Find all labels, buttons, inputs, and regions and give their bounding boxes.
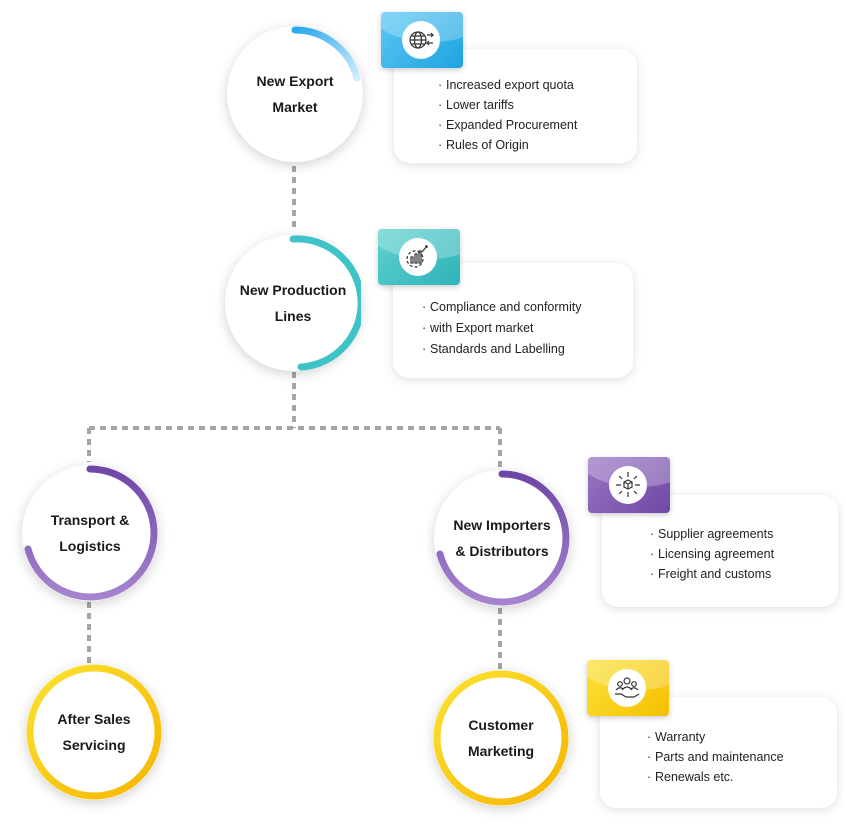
- progress-ring: [289, 235, 361, 371]
- distribution-box-icon: [609, 466, 647, 504]
- card-export: Increased export quota Lower tariffs Exp…: [394, 49, 637, 163]
- node-label-line: New Importers: [453, 517, 551, 533]
- node-label-line: New Export: [256, 73, 334, 89]
- node-label-line: Lines: [274, 308, 312, 324]
- list-item: Renewals etc.: [647, 767, 784, 787]
- node-label: New Importers & Distributors: [444, 470, 560, 606]
- list-item: Parts and maintenance: [647, 747, 784, 767]
- node-label-line: Logistics: [59, 538, 121, 554]
- node-label-line: Servicing: [62, 737, 126, 753]
- node-transport-logistics: Transport & Logistics: [22, 465, 158, 601]
- badge-marketing: [587, 660, 669, 716]
- card-importers-list: Supplier agreements Licensing agreement …: [650, 524, 774, 584]
- list-item: Standards and Labelling: [422, 339, 581, 360]
- progress-ring: [436, 470, 570, 606]
- node-label-line: Customer: [468, 717, 534, 733]
- card-marketing-list: Warranty Parts and maintenance Renewals …: [647, 727, 784, 787]
- list-item: Expanded Procurement: [438, 115, 577, 135]
- progress-ring: [24, 465, 158, 601]
- node-label-line: After Sales: [57, 711, 131, 727]
- list-item: Rules of Origin: [438, 135, 577, 155]
- progress-ring: [26, 664, 162, 800]
- customer-care-icon: [608, 669, 646, 707]
- node-label: Transport & Logistics: [32, 465, 148, 601]
- node-label-line: Transport &: [50, 512, 130, 528]
- list-item: Lower tariffs: [438, 95, 577, 115]
- card-export-list: Increased export quota Lower tariffs Exp…: [438, 75, 577, 155]
- progress-ring: [291, 26, 361, 82]
- node-new-importers-distributors: New Importers & Distributors: [434, 470, 570, 606]
- node-label-line: Marketing: [467, 743, 535, 759]
- list-item: Increased export quota: [438, 75, 577, 95]
- badge-export: [381, 12, 463, 68]
- list-item: Licensing agreement: [650, 544, 774, 564]
- node-label-line: New Production: [239, 282, 347, 298]
- node-label-line: Market: [272, 99, 318, 115]
- list-item: Compliance and conformity: [422, 297, 581, 318]
- card-importers: Supplier agreements Licensing agreement …: [602, 495, 838, 607]
- gear-chart-icon: [399, 238, 437, 276]
- badge-importers: [588, 457, 670, 513]
- list-item: Freight and customs: [650, 564, 774, 584]
- node-label-line: & Distributors: [455, 543, 549, 559]
- list-item: Warranty: [647, 727, 784, 747]
- globe-exchange-icon: [402, 21, 440, 59]
- list-item: Supplier agreements: [650, 524, 774, 544]
- card-production-list: Compliance and conformity with Export ma…: [422, 297, 581, 360]
- badge-production: [378, 229, 460, 285]
- progress-ring: [433, 670, 569, 806]
- list-item: with Export market: [422, 318, 581, 339]
